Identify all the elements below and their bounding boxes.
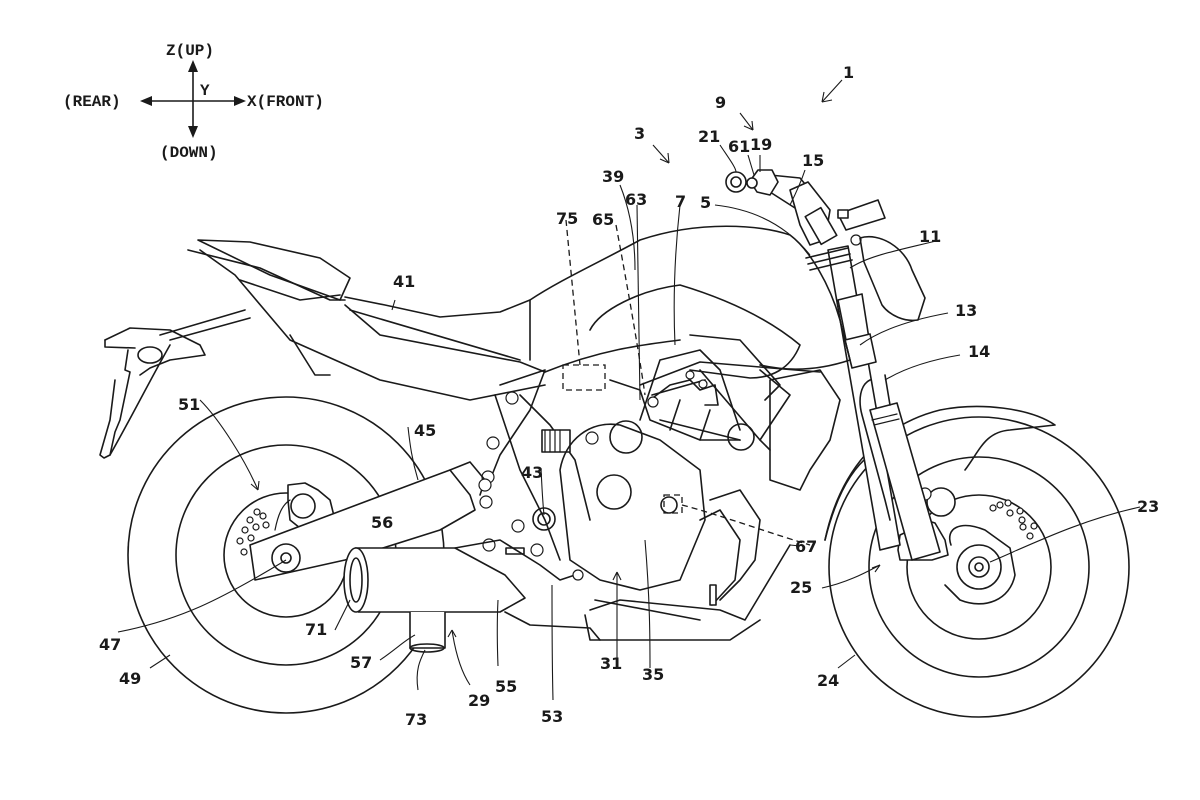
- crankcase: [559, 423, 706, 591]
- pivot: [532, 507, 556, 531]
- label-67: 67: [795, 537, 817, 556]
- label-13: 13: [955, 301, 977, 320]
- label-9: 9: [715, 93, 726, 112]
- headlight-cowl: [859, 235, 926, 322]
- crankshaft: [596, 474, 632, 510]
- fuel-tank: [529, 225, 851, 401]
- tail-light: [137, 346, 163, 364]
- label-47: 47: [99, 635, 121, 654]
- label-23: 23: [1137, 497, 1159, 516]
- throttle-linkage: [649, 379, 719, 406]
- label-63: 63: [625, 190, 647, 209]
- label-55: 55: [495, 677, 517, 696]
- label-25: 25: [790, 578, 812, 597]
- leader-lines: [117, 79, 1141, 701]
- engine: [559, 349, 841, 641]
- tail-cowl: [199, 249, 546, 401]
- meter: [837, 199, 886, 231]
- exhaust-pipe: [454, 539, 576, 581]
- label-24: 24: [817, 671, 839, 690]
- leader-67: [681, 504, 811, 546]
- front-fork: [827, 245, 941, 561]
- rear-shock: [541, 429, 571, 453]
- label-19: 19: [750, 135, 772, 154]
- axis-front-label: X(FRONT): [247, 93, 324, 111]
- label-7: 7: [675, 192, 686, 211]
- frame: [479, 339, 821, 561]
- label-15: 15: [802, 151, 824, 170]
- label-57: 57: [350, 653, 372, 672]
- axis-down-label: (DOWN): [160, 144, 218, 162]
- axis-legend: Z(UP) (DOWN) (REAR) X(FRONT) Y: [63, 42, 324, 162]
- label-39: 39: [602, 167, 624, 186]
- axis-rear-label: (REAR): [63, 93, 121, 111]
- seat-and-tail: [99, 239, 546, 459]
- front-disc-holes: [989, 499, 1038, 540]
- sensor-box: [663, 494, 683, 514]
- label-51: 51: [178, 395, 200, 414]
- leader-65: [615, 224, 646, 396]
- label-75: 75: [556, 209, 578, 228]
- label-43: 43: [521, 463, 543, 482]
- radiator: [769, 369, 841, 491]
- label-73: 73: [405, 710, 427, 729]
- swingarm: [249, 461, 492, 581]
- axis-lateral-label: Y: [200, 82, 210, 100]
- rear-arrow-icon: [140, 96, 152, 106]
- reference-labels: 1 3 5 7 9 11 13 14 15 19 21 23 24 25 29 …: [99, 63, 1159, 729]
- exhaust-system: [343, 539, 601, 653]
- front-fender: [824, 405, 1056, 541]
- label-41: 41: [393, 272, 415, 291]
- down-arrow-icon: [188, 126, 198, 138]
- label-71: 71: [305, 620, 327, 639]
- label-61: 61: [728, 137, 750, 156]
- rear-axle: [271, 543, 301, 573]
- muffler: [355, 547, 526, 613]
- label-11: 11: [919, 227, 941, 246]
- label-5: 5: [700, 193, 711, 212]
- rear-fender: [99, 349, 131, 459]
- control-unit-dashed: [562, 364, 606, 391]
- swingarm-body: [249, 469, 476, 581]
- label-1: 1: [843, 63, 854, 82]
- label-35: 35: [642, 665, 664, 684]
- fork-lower-leg: [869, 402, 941, 561]
- rear-seat: [197, 239, 351, 301]
- handlebar-unit: [725, 169, 926, 322]
- grip-end: [725, 171, 747, 193]
- muffler-outlet: [343, 547, 369, 613]
- up-arrow-icon: [188, 60, 198, 72]
- label-3: 3: [634, 124, 645, 143]
- seat: [344, 296, 531, 318]
- label-65: 65: [592, 210, 614, 229]
- engine-underside: [584, 614, 761, 641]
- axis-up-label: Z(UP): [166, 42, 214, 60]
- label-21: 21: [698, 127, 720, 146]
- front-brake-rotor-hub: [944, 524, 1016, 605]
- label-14: 14: [968, 342, 990, 361]
- leader-75: [565, 219, 581, 366]
- brake-hose: [859, 379, 891, 521]
- label-56: 56: [371, 513, 393, 532]
- tail-pipe: [409, 612, 446, 649]
- label-45: 45: [414, 421, 436, 440]
- front-arrow-icon: [234, 96, 246, 106]
- label-31: 31: [600, 654, 622, 673]
- label-53: 53: [541, 707, 563, 726]
- label-49: 49: [119, 669, 141, 688]
- rear-disc-holes: [236, 508, 270, 556]
- cylinder: [639, 349, 741, 431]
- label-29: 29: [468, 691, 490, 710]
